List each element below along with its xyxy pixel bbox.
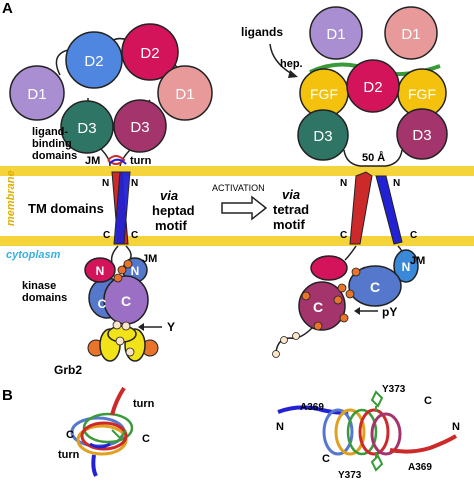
left-d2b-domain — [121, 23, 179, 81]
left-receptor: D1 D2 D2 D1 D3 D3 N N C C N N C C — [9, 23, 213, 362]
distance-label: 50 Å — [362, 151, 385, 164]
right-d1b-label: D1 — [401, 26, 420, 43]
left-d1-domain — [9, 65, 65, 121]
a369-bottom: A369 — [408, 462, 432, 473]
panel-b-label: B — [2, 387, 13, 404]
right-jm-label: JM — [410, 255, 425, 267]
right-kinase-c — [298, 281, 346, 331]
left-d2-label: D2 — [84, 53, 103, 70]
right-kinase-n — [310, 255, 348, 281]
left-n2-label: N — [131, 178, 138, 189]
y373-bottom: Y373 — [338, 470, 362, 481]
left-d3-label: D3 — [77, 120, 96, 137]
panel-b-c-top: C — [424, 395, 432, 407]
cytoplasm-label: cytoplasm — [6, 249, 61, 261]
right-kinase-n2-label: N — [402, 260, 411, 274]
py-label: pY — [382, 305, 397, 319]
left-d3-domain — [60, 100, 114, 154]
left-d1b-label: D1 — [175, 86, 194, 103]
y373-top: Y373 — [382, 384, 406, 395]
left-kinase-n-label: N — [96, 264, 105, 278]
ligand-binding-line3: domains — [32, 150, 77, 162]
left-kinase-n — [84, 257, 116, 283]
right-d2-label: D2 — [363, 79, 382, 96]
left-jm-top: JM — [85, 155, 100, 167]
left-via: via — [160, 188, 178, 203]
right-d1b-domain — [384, 6, 438, 60]
tm-domains-label: TM domains — [28, 201, 104, 216]
left-n-label: N — [102, 178, 109, 189]
panel-a-label: A — [2, 0, 13, 17]
ligand-binding-line1: ligand- — [32, 126, 68, 138]
right-n-label: N — [340, 178, 347, 189]
left-d2-domain — [65, 31, 123, 89]
hep-label: hep. — [280, 58, 303, 70]
left-y-label: Y — [167, 320, 175, 334]
left-motif-line1: heptad — [152, 203, 195, 218]
panel-b-n-left: N — [276, 421, 284, 433]
left-motif-line2: motif — [155, 218, 187, 233]
left-d3b-label: D3 — [130, 119, 149, 136]
panel-b-c-left: C — [66, 429, 74, 441]
a369-top: A369 — [300, 402, 324, 413]
ligands-arrow — [269, 43, 293, 75]
panel-b-c-bottom: C — [322, 453, 330, 465]
right-d3b-domain — [396, 108, 448, 160]
right-fgf-right-label: FGF — [408, 86, 436, 102]
panel-b-turn-top: turn — [133, 398, 155, 410]
right-d3-domain — [297, 109, 349, 161]
left-d1b-domain — [157, 65, 213, 121]
right-fgf-left-label: FGF — [310, 86, 338, 102]
left-kinase-c-label: C — [121, 293, 131, 309]
membrane-band-bottom — [0, 236, 474, 246]
panel-b-n-right: N — [452, 421, 460, 433]
right-d3b-label: D3 — [412, 127, 431, 144]
ligands-label: ligands — [241, 25, 283, 39]
activation-arrow — [221, 195, 268, 221]
panel-b-c-right: C — [142, 433, 150, 445]
right-tm-helix-red — [349, 171, 373, 245]
right-tm-helix-blue — [375, 175, 403, 245]
right-motif-line2: motif — [273, 217, 305, 232]
right-receptor: D1 D1 FGF FGF D2 D3 D3 N N C C C N C — [272, 6, 448, 358]
right-d2-domain — [346, 59, 400, 113]
membrane-label: membrane — [5, 170, 17, 226]
panel-b-left-helices — [70, 386, 134, 477]
left-jm-bottom: JM — [142, 253, 157, 265]
left-turn-label: turn — [130, 155, 152, 167]
left-d3b-domain — [113, 99, 167, 153]
right-d1-label: D1 — [326, 26, 345, 43]
ligand-binding-line2: binding — [32, 138, 72, 150]
left-kinase-n2-label: N — [131, 264, 140, 278]
right-n2-label: N — [393, 178, 400, 189]
activation-label: ACTIVATION — [212, 183, 265, 193]
grb2-label: Grb2 — [54, 363, 82, 377]
left-d1-label: D1 — [27, 86, 46, 103]
right-kinase-c2 — [348, 265, 402, 307]
right-motif-line1: tetrad — [273, 202, 309, 217]
left-c2-label: C — [131, 230, 138, 241]
right-via: via — [282, 187, 300, 202]
kinase-line2: domains — [22, 292, 67, 304]
right-c-label: C — [340, 230, 347, 241]
left-c-label: C — [103, 230, 110, 241]
left-tm-helix-blue — [113, 171, 131, 245]
left-d2b-label: D2 — [140, 45, 159, 62]
right-d3-label: D3 — [313, 128, 332, 145]
panel-b-turn-bottom: turn — [58, 449, 80, 461]
right-kinase-c2-label: C — [370, 279, 380, 295]
right-c2-label: C — [410, 230, 417, 241]
right-d1-domain — [309, 6, 363, 60]
kinase-line1: kinase — [22, 280, 56, 292]
panel-b-right-helices — [277, 390, 458, 472]
membrane-band-top — [0, 166, 474, 176]
right-kinase-c-label: C — [313, 299, 323, 315]
left-kinase-c2-label: C — [98, 297, 107, 311]
right-kinase-n2 — [393, 249, 419, 283]
